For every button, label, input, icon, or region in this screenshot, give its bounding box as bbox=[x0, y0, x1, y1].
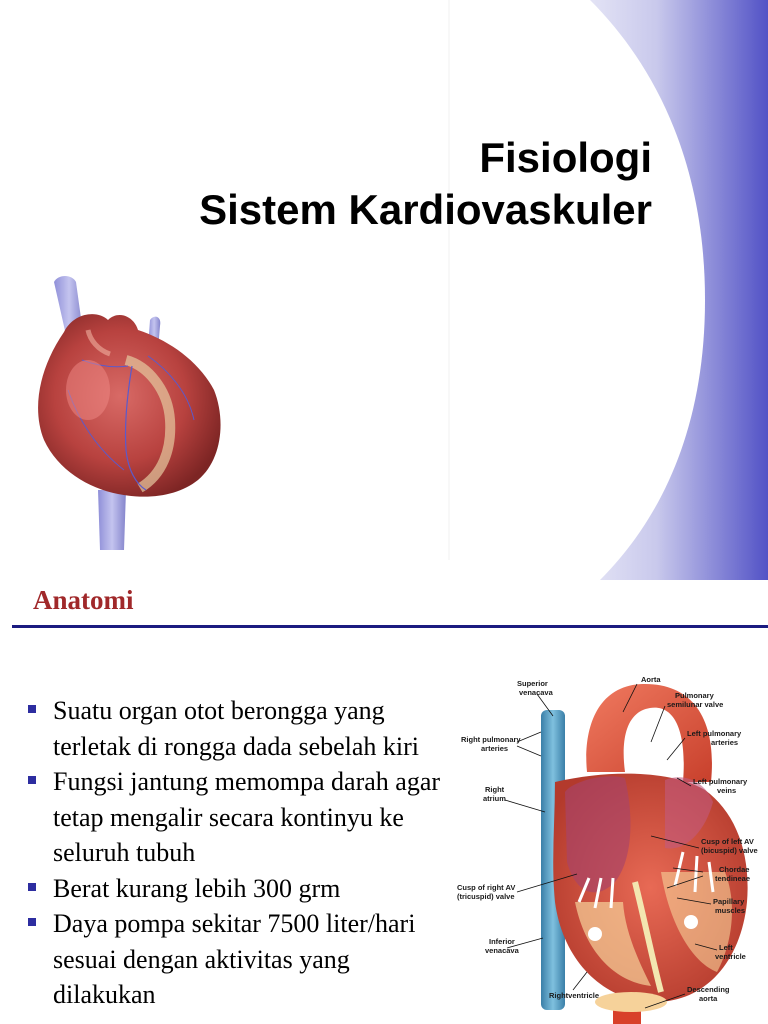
label-left-ventricle-2: ventricle bbox=[715, 952, 746, 961]
bullet-text: Suatu organ otot berongga yang terletak … bbox=[53, 696, 420, 761]
bullet-icon bbox=[28, 776, 36, 784]
title-line-2: Sistem Kardiovaskuler bbox=[199, 186, 652, 233]
label-cusp-left-av: Cusp of left AV bbox=[701, 837, 754, 846]
label-left-pulmonary-veins-2: veins bbox=[717, 786, 736, 795]
label-superior-vena-cava: Superior bbox=[517, 679, 548, 688]
list-item: Daya pompa sekitar 7500 liter/hari sesua… bbox=[25, 906, 450, 1013]
label-pulmonary-semilunar-valve-2: semilunar valve bbox=[667, 700, 723, 709]
bullet-icon bbox=[28, 705, 36, 713]
label-descending-aorta-2: aorta bbox=[699, 994, 718, 1003]
bullet-icon bbox=[28, 882, 36, 891]
label-papillary-muscles: Papillary bbox=[713, 897, 745, 906]
bullet-text: Fungsi jantung memompa darah agar tetap … bbox=[53, 767, 441, 867]
label-descending-aorta: Descending bbox=[687, 985, 730, 994]
label-right-pulmonary-arteries: Right pulmonary bbox=[461, 735, 521, 744]
bullet-text: Berat kurang lebih 300 grm bbox=[53, 873, 341, 903]
label-right-atrium-2: atrium bbox=[483, 794, 506, 803]
bullet-icon bbox=[28, 918, 36, 926]
divider-rule bbox=[12, 625, 768, 628]
heart-illustration bbox=[38, 276, 221, 550]
label-left-pulmonary-arteries: Left pulmonary bbox=[687, 729, 742, 738]
list-item: Suatu organ otot berongga yang terletak … bbox=[25, 693, 450, 764]
label-left-pulmonary-veins: Left pulmonary bbox=[693, 777, 748, 786]
label-left-ventricle: Left bbox=[719, 943, 733, 952]
label-left-pulmonary-arteries-2: arteries bbox=[711, 738, 738, 747]
label-superior-vena-cava-2: venacava bbox=[519, 688, 554, 697]
label-right-pulmonary-arteries-2: arteries bbox=[481, 744, 508, 753]
label-cusp-right-av-2: (tricuspid) valve bbox=[457, 892, 515, 901]
bullet-list: Suatu organ otot berongga yang terletak … bbox=[25, 693, 450, 1013]
label-right-atrium: Right bbox=[485, 785, 505, 794]
section-heading: Anatomi bbox=[33, 585, 134, 615]
list-item: Fungsi jantung memompa darah agar tetap … bbox=[25, 764, 450, 871]
label-chordae-tendineae: Chordae bbox=[719, 865, 749, 874]
label-right-ventricle: Rightventricle bbox=[549, 991, 599, 1000]
slide-title: Fisiologi Sistem Kardiovaskuler bbox=[100, 132, 652, 236]
label-pulmonary-semilunar-valve: Pulmonary bbox=[675, 691, 715, 700]
label-inferior-vena-cava: Inferior bbox=[489, 937, 515, 946]
list-item: Berat kurang lebih 300 grm bbox=[25, 871, 450, 907]
heart-cross-section-illustration: Superior venacava Aorta Pulmonary semilu… bbox=[457, 675, 758, 1024]
bullet-text: Daya pompa sekitar 7500 liter/hari sesua… bbox=[53, 909, 416, 1009]
title-line-1: Fisiologi bbox=[479, 134, 652, 181]
label-cusp-left-av-2: (bicuspid) valve bbox=[701, 846, 758, 855]
heart-anatomy-diagram: Superior venacava Aorta Pulmonary semilu… bbox=[455, 672, 768, 1024]
label-cusp-right-av: Cusp of right AV bbox=[457, 883, 515, 892]
title-slide: Fisiologi Sistem Kardiovaskuler bbox=[38, 0, 768, 580]
label-papillary-muscles-2: muscles bbox=[715, 906, 745, 915]
anatomy-section: Anatomi Suatu organ otot berongga yang t… bbox=[0, 580, 768, 1024]
label-aorta: Aorta bbox=[641, 675, 661, 684]
label-chordae-tendineae-2: tendineae bbox=[715, 874, 750, 883]
label-inferior-vena-cava-2: venacava bbox=[485, 946, 520, 955]
